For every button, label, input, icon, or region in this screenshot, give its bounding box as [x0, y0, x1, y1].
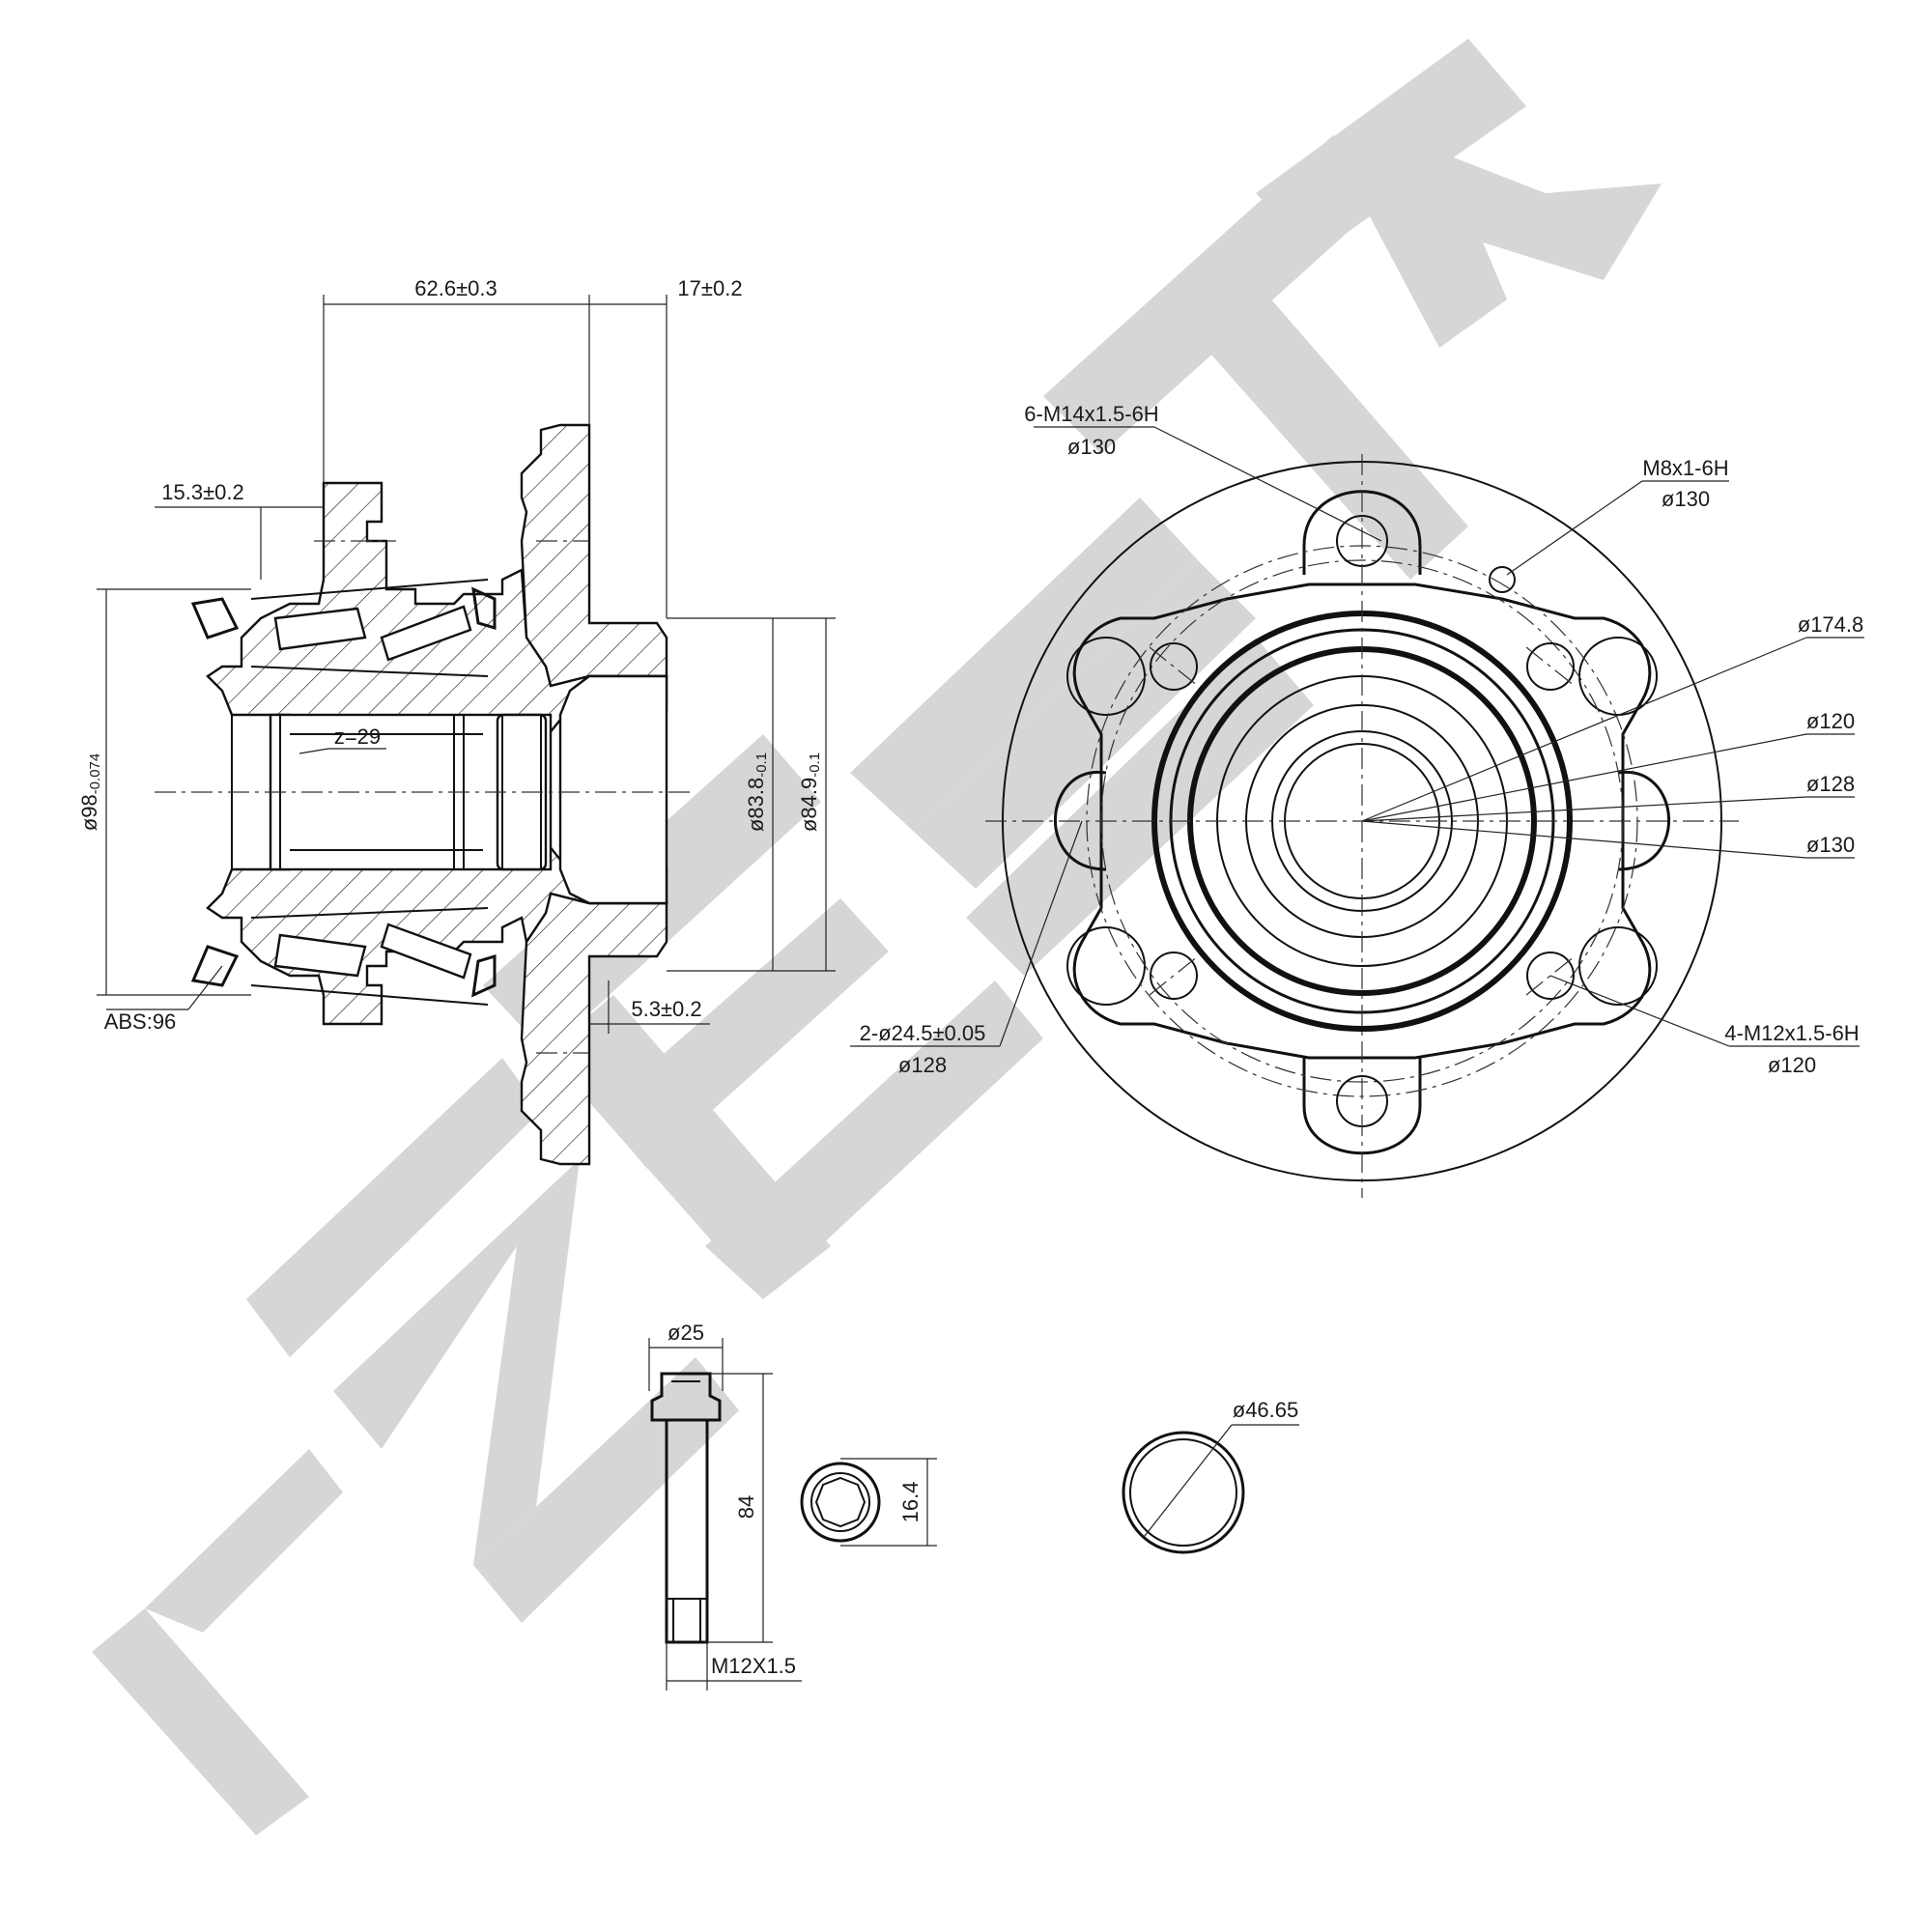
dim-flange-offset: 17±0.2: [677, 276, 742, 300]
front-view: [985, 454, 1739, 1198]
dim-bolt-holes: 4-M12x1.5-6H: [1724, 1021, 1859, 1045]
dim-pilot2-dia: ø84.9: [797, 778, 821, 832]
corner-boss-bl: [1066, 926, 1146, 1006]
dim-pilot-dia: ø83.8: [744, 778, 768, 832]
bolt-hole-tr: [1526, 642, 1575, 691]
dim-socket-size: 16.4: [898, 1482, 923, 1523]
dim-locator-holes: 2-ø24.5±0.05: [860, 1021, 986, 1045]
dim-ring-dia: ø46.65: [1233, 1398, 1299, 1422]
hub-cavity: [558, 674, 668, 905]
bolt-drawing: ø25 84 M12X1.5: [648, 1321, 802, 1690]
dim-ring-dia-1: ø120: [1806, 709, 1855, 733]
dim-bolt-thread: M12X1.5: [711, 1654, 796, 1678]
dim-outer-bearing-dia: ø98: [77, 794, 101, 831]
svg-text:ø98-0.074: ø98-0.074: [77, 753, 103, 831]
ring-drawing: ø46.65: [1122, 1398, 1299, 1554]
front-view-dimensions: 6-M14x1.5-6H ø130 M8x1-6H ø130 ø174.8 ø1…: [850, 402, 1864, 1077]
dim-stud-pcd: ø130: [1067, 435, 1116, 459]
svg-text:ø84.9-0.1: ø84.9-0.1: [797, 753, 823, 832]
dim-pilot-tol: -0.1: [753, 753, 770, 778]
bolt-hole-bl: [1150, 952, 1198, 1000]
upper-roller-bearings: [250, 579, 489, 677]
spline-teeth-label: z=29: [334, 724, 381, 749]
lower-roller-bearings: [250, 907, 489, 1006]
left-lobe: [1054, 770, 1107, 871]
seals: [190, 586, 497, 998]
dim-abs-offset: 15.3±0.2: [161, 480, 243, 504]
dim-flange-thickness: 5.3±0.2: [631, 997, 701, 1021]
dim-bolt-length: 84: [734, 1495, 758, 1519]
dim-abs-label: ABS:96: [104, 1009, 177, 1034]
bolt-head-end-view: 16.4: [800, 1458, 937, 1547]
right-lobe: [1617, 770, 1670, 871]
dim-outer-dia: ø174.8: [1798, 612, 1864, 637]
dim-ring-dia-3: ø130: [1806, 833, 1855, 857]
dim-locator-pcd: ø128: [898, 1053, 947, 1077]
dim-stud-thread: 6-M14x1.5-6H: [1024, 402, 1158, 426]
dim-pilot2-tol: -0.1: [807, 753, 823, 778]
dim-m8-thread: M8x1-6H: [1642, 456, 1728, 480]
dim-outer-bearing-tol: -0.074: [87, 753, 103, 795]
upper-flange: [520, 423, 668, 688]
corner-boss-tr: [1578, 637, 1658, 716]
side-view-dimensions: 62.6±0.3 17±0.2 15.3±0.2 ø98-0.074 ABS:9…: [77, 276, 836, 1034]
dim-bolt-head-dia: ø25: [668, 1321, 704, 1345]
side-section-view: [155, 423, 696, 1166]
m8-hole: [1489, 566, 1516, 593]
corner-boss-br: [1578, 926, 1658, 1006]
dim-bolt-pcd: ø120: [1768, 1053, 1816, 1077]
bolt-shank: [665, 1418, 709, 1644]
svg-text:ø83.8-0.1: ø83.8-0.1: [744, 753, 770, 832]
dim-m8-pcd: ø130: [1662, 487, 1710, 511]
dim-ring-dia-2: ø128: [1806, 772, 1855, 796]
bolt-head: [650, 1372, 722, 1422]
bolt-hole-br: [1526, 952, 1575, 1000]
dim-width-total: 62.6±0.3: [414, 276, 497, 300]
bolt-hole-tl: [1150, 642, 1198, 691]
